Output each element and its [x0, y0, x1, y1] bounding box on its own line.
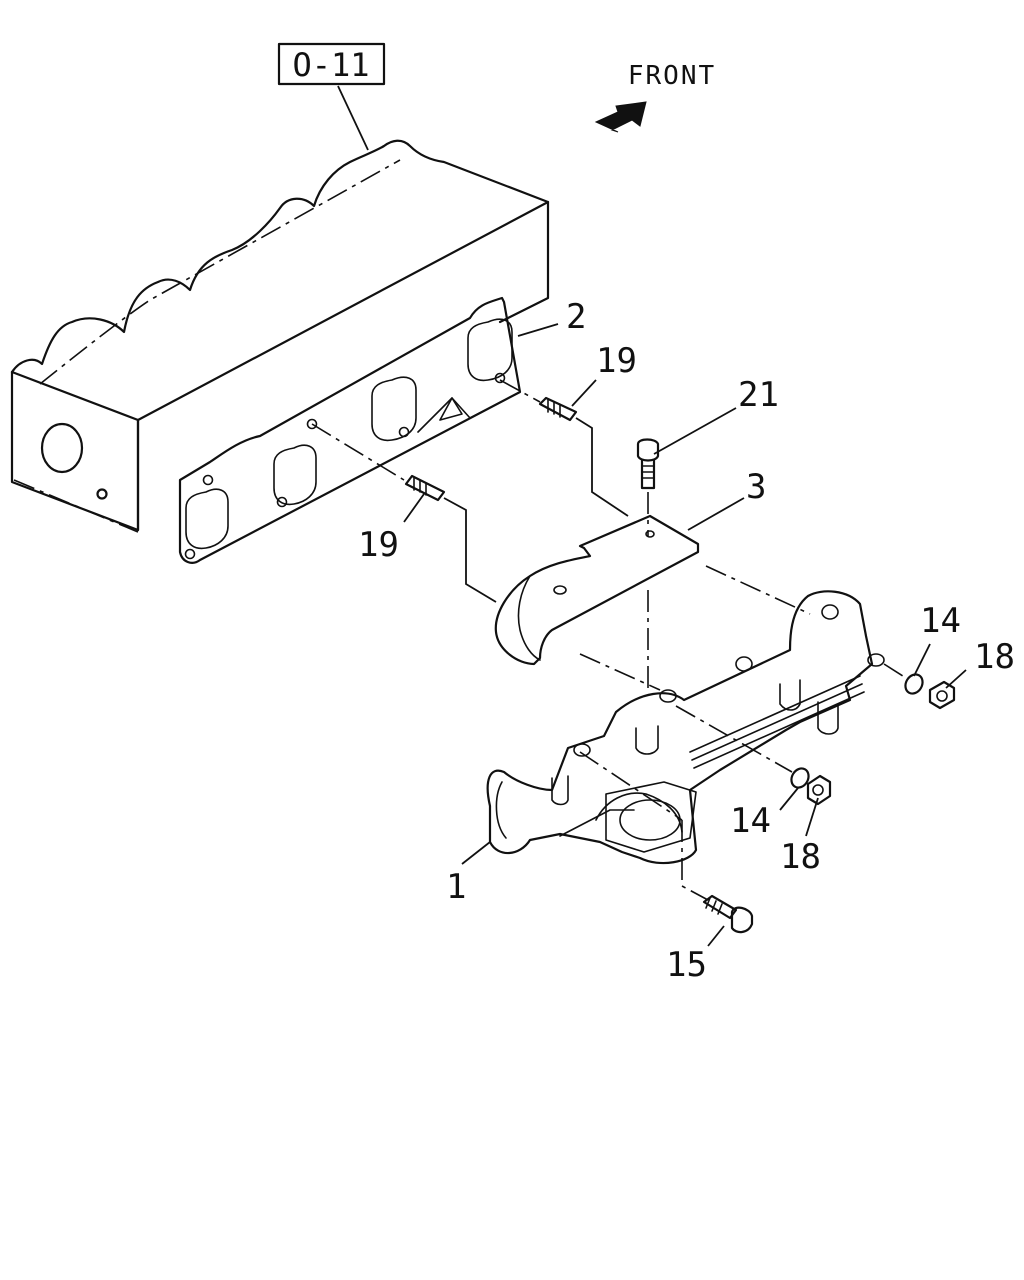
washer-lower[interactable]	[788, 765, 812, 790]
front-label: FRONT	[628, 61, 716, 91]
callout-21[interactable]: 21	[738, 375, 779, 415]
callout-18-right[interactable]: 18	[974, 637, 1015, 677]
reference-box[interactable]: O-11	[277, 42, 386, 86]
callout-14-lower[interactable]: 14	[730, 801, 771, 841]
reference-leader	[337, 85, 369, 151]
callout-15[interactable]: 15	[666, 945, 707, 985]
flange-bolt[interactable]	[702, 894, 754, 934]
callout-19-upper[interactable]: 19	[596, 341, 637, 381]
callout-18-lower[interactable]: 18	[780, 837, 821, 877]
nut-right[interactable]	[928, 680, 956, 710]
nut-lower[interactable]	[806, 774, 832, 806]
callout-3[interactable]: 3	[746, 467, 766, 507]
callout-14-right[interactable]: 14	[920, 601, 961, 641]
manifold-gasket[interactable]	[178, 296, 522, 564]
heat-shield-bracket[interactable]	[494, 514, 700, 666]
callout-1[interactable]: 1	[446, 867, 466, 907]
reference-box-label: O-11	[292, 46, 369, 84]
front-arrow-icon	[594, 101, 647, 133]
washer-right[interactable]	[902, 671, 926, 696]
cylinder-head	[10, 139, 550, 533]
callout-2[interactable]: 2	[566, 297, 586, 337]
exhaust-manifold[interactable]	[486, 590, 885, 865]
stud-lower[interactable]	[404, 474, 446, 502]
callout-19-lower[interactable]: 19	[358, 525, 399, 565]
stud-upper[interactable]	[538, 396, 578, 422]
bracket-bolt[interactable]	[636, 438, 660, 490]
